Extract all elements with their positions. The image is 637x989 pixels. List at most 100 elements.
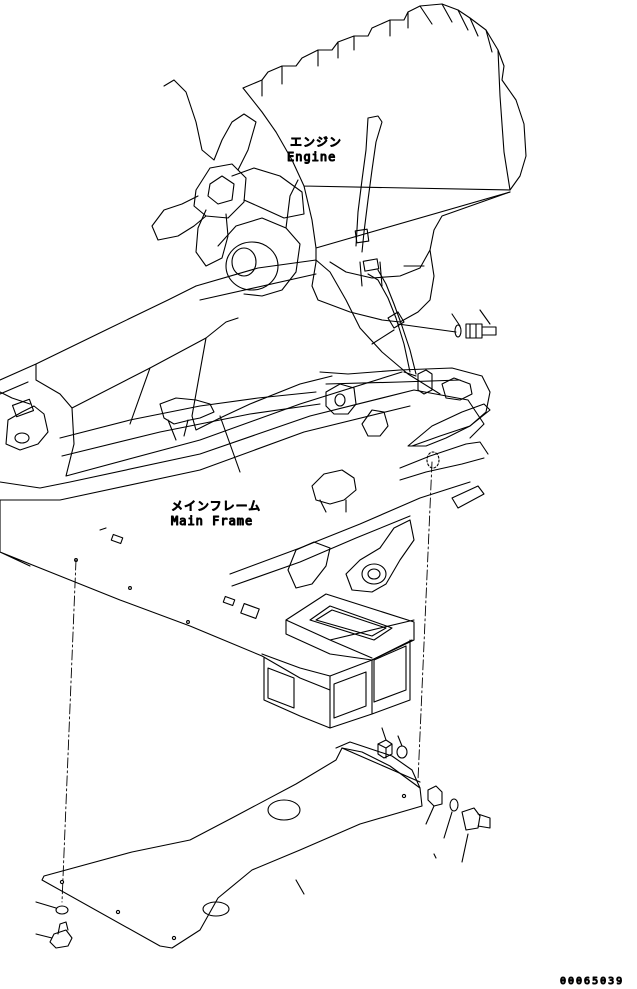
under-cover-bolt-hole-4 [402,794,405,797]
frame-front-cutout-left [268,668,294,708]
leader-clip [372,330,394,344]
fan-blade-left [152,196,206,240]
bolt-bottom [462,808,490,830]
assembly-line [398,324,456,332]
fan-blade-right [232,168,304,218]
center-line-left [62,560,76,902]
under-cover-hole-1 [268,800,300,820]
engine-block-top [243,4,526,190]
frame-mark-1 [100,528,106,530]
engine-pulley-hub [232,248,256,276]
frame-tab-3 [241,604,259,619]
frame-left-hole [15,433,29,443]
frame-swing-bracket [346,520,414,592]
fan-hub [194,164,246,218]
leader-bolt-left [36,934,52,938]
engine-mount-left-hole [335,394,345,406]
frame-hole-2 [187,621,190,624]
leader-washer [452,314,460,326]
gauge-tube-upper [356,116,382,252]
frame-front-end [264,640,410,728]
frame-ring [288,542,330,588]
engine-label-jp: エンジン [290,135,342,149]
gauge-clip-lower [363,259,379,271]
washer-right [397,746,407,758]
frame-hole-marker [427,452,439,468]
leader-washer-right [398,736,402,746]
frame-tab-1 [111,534,122,543]
leader-collar [426,806,434,824]
frame-right-rail [320,368,490,446]
under-cover [42,742,422,948]
leader-nut [382,728,386,740]
drawing-code: 00065039 [560,976,624,987]
frame-left-marker [75,559,78,562]
frame-swing-hole [362,564,386,584]
frame-swing-hole-inner [368,569,380,579]
engine-mount-left [326,384,356,414]
leader-bolt-bottom [462,834,468,862]
under-cover-flange [336,742,420,788]
oil-gauge-tube [355,116,416,376]
engine-label-en: Engine [287,150,336,164]
frame-right-member [408,404,490,446]
collar [428,786,442,806]
frame-left-rail [0,286,238,408]
bolt-left [50,922,72,948]
center-line-right [418,462,432,780]
engine-body [243,50,510,262]
fan-blade-bottom [196,210,228,266]
frame-bracket-center [312,470,356,512]
engine-assembly [218,4,526,322]
engine-fin-lines [262,4,492,96]
gauge-bracket [388,312,404,328]
under-cover-bolt-hole-1 [60,880,63,883]
engine-mount-post [418,370,432,394]
frame-right-upper [60,392,320,456]
frame-right-mount [442,378,472,400]
engine-washer [455,325,461,337]
engine-oil-pan [312,192,510,322]
under-cover-hole-2 [203,902,229,916]
fan-blade-top [164,80,256,170]
under-cover-bolt-hole-3 [172,936,175,939]
cooling-fan [152,80,304,266]
engine-sump-details [360,262,424,286]
engine-mount-right [362,410,388,436]
frame-hole-1 [129,587,132,590]
washer-left [56,906,68,914]
frame-bracket-left [160,398,214,440]
gauge-clip-upper [355,229,369,243]
nut-right [378,740,392,758]
frame-front-face [374,646,406,702]
fan-hub-inner [208,176,234,204]
engine-pulley [226,242,278,290]
under-cover-bolt-hole-2 [116,910,119,913]
frame-left-block [12,399,33,416]
frame-front-cutout-right [334,672,366,718]
frame-tab-2 [223,596,234,605]
assembly-center-lines [62,462,432,902]
main-frame [0,260,490,728]
frame-side-rail [230,482,470,586]
frame-long-beam [0,390,484,500]
frame-label-jp: メインフレーム [171,499,261,513]
leader-bolt [480,310,490,324]
under-cover-plate [42,748,422,948]
under-cover-leader [296,880,304,894]
leader-misc [434,854,436,858]
engine-mount-hardware [372,310,496,344]
frame-right-cab-rail [400,442,488,480]
frame-rear-beam [196,260,440,394]
leader-washer-left [36,902,56,908]
frame-label-en: Main Frame [171,514,253,528]
frame-cover-recess [310,606,392,640]
frame-cover-plate [286,594,414,660]
leader-washer-bottom [444,812,452,838]
frame-left-end [0,392,48,450]
engine-bolt [466,324,496,338]
washer-bottom [450,799,458,811]
frame-center-members [66,338,402,476]
cover-hardware [36,728,490,948]
